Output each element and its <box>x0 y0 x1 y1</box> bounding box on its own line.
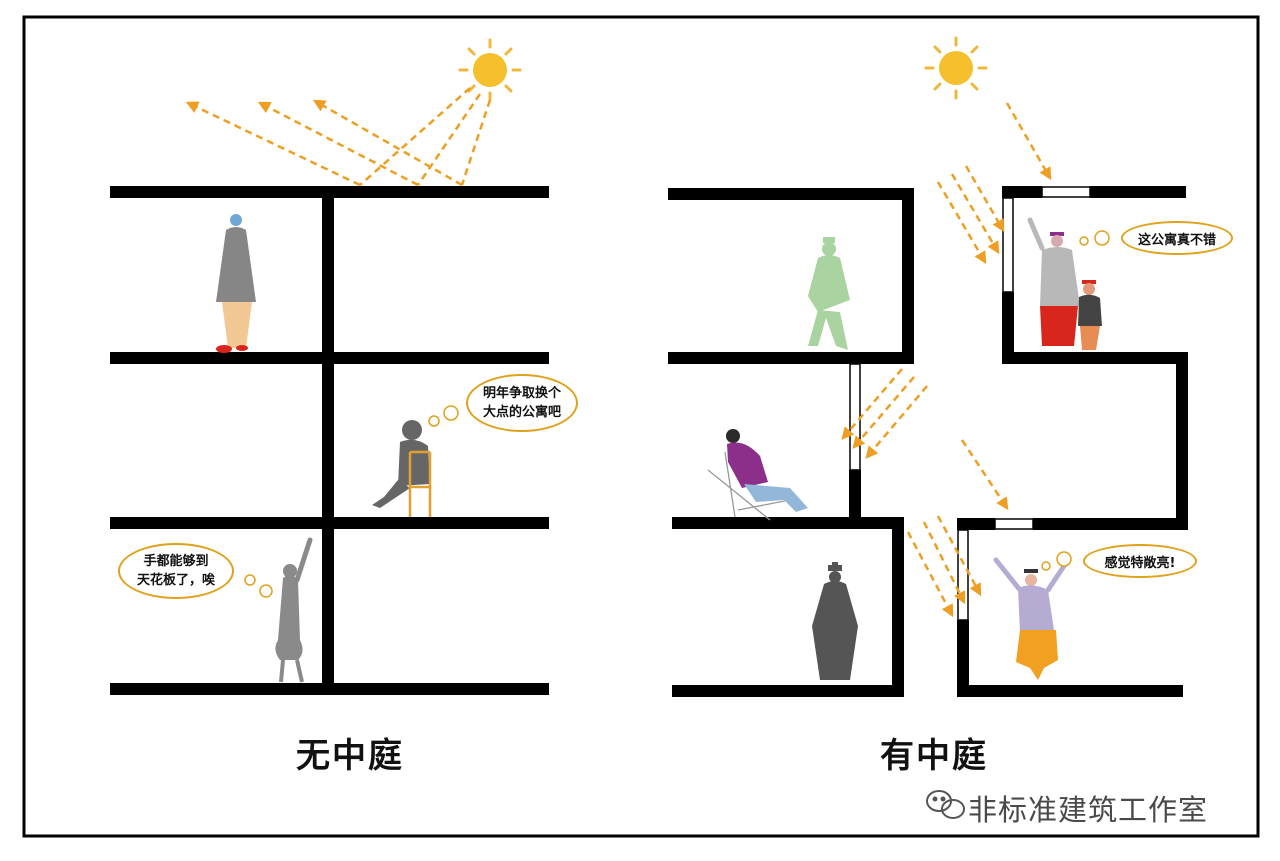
reflected-rays <box>185 87 492 187</box>
sun-icon <box>458 38 522 102</box>
speech-bubble: 手都能够到 天花板了，唉 <box>118 543 234 599</box>
reaching-person-figure <box>275 537 313 683</box>
bubble-text: 这公寓真不错 <box>1137 232 1216 248</box>
bubble-text-line: 大点的公寓吧 <box>482 405 561 420</box>
outer-frame <box>22 15 1260 838</box>
jumping-person-figure <box>993 557 1067 680</box>
thought-dots <box>1041 551 1072 571</box>
thought-dots <box>244 574 273 598</box>
watermark-text: 非标准建筑工作室 <box>968 793 1209 827</box>
speech-bubble: 这公寓真不错 <box>1121 221 1233 255</box>
speech-bubble: 明年争取换个 大点的公寓吧 <box>466 374 578 432</box>
bubble-text: 感觉特敞亮! <box>1104 555 1176 571</box>
sitting-person-figure <box>372 420 432 517</box>
caption-with-courtyard: 有中庭 <box>880 736 988 776</box>
speech-bubble: 感觉特敞亮! <box>1083 544 1197 578</box>
watermark: 非标准建筑工作室 <box>922 787 1208 829</box>
bubble-text-line: 手都能够到 <box>143 554 209 569</box>
walking-person-figure <box>808 237 850 350</box>
right-building <box>668 186 1188 697</box>
thought-dots <box>428 405 459 427</box>
left-building <box>110 186 549 695</box>
bubble-text-line: 天花板了，唉 <box>136 573 215 588</box>
thought-dots <box>1079 230 1110 246</box>
reclining-person-figure <box>707 429 808 521</box>
sun-icon <box>924 36 988 100</box>
incoming-rays <box>841 102 1052 618</box>
caption-no-courtyard: 无中庭 <box>296 736 404 776</box>
standing-person-figure <box>216 214 256 353</box>
couple-figure <box>1027 217 1102 350</box>
bubble-text-line: 明年争取换个 <box>482 386 561 401</box>
wechat-icon <box>926 790 965 819</box>
standing-dark-figure <box>812 562 858 680</box>
